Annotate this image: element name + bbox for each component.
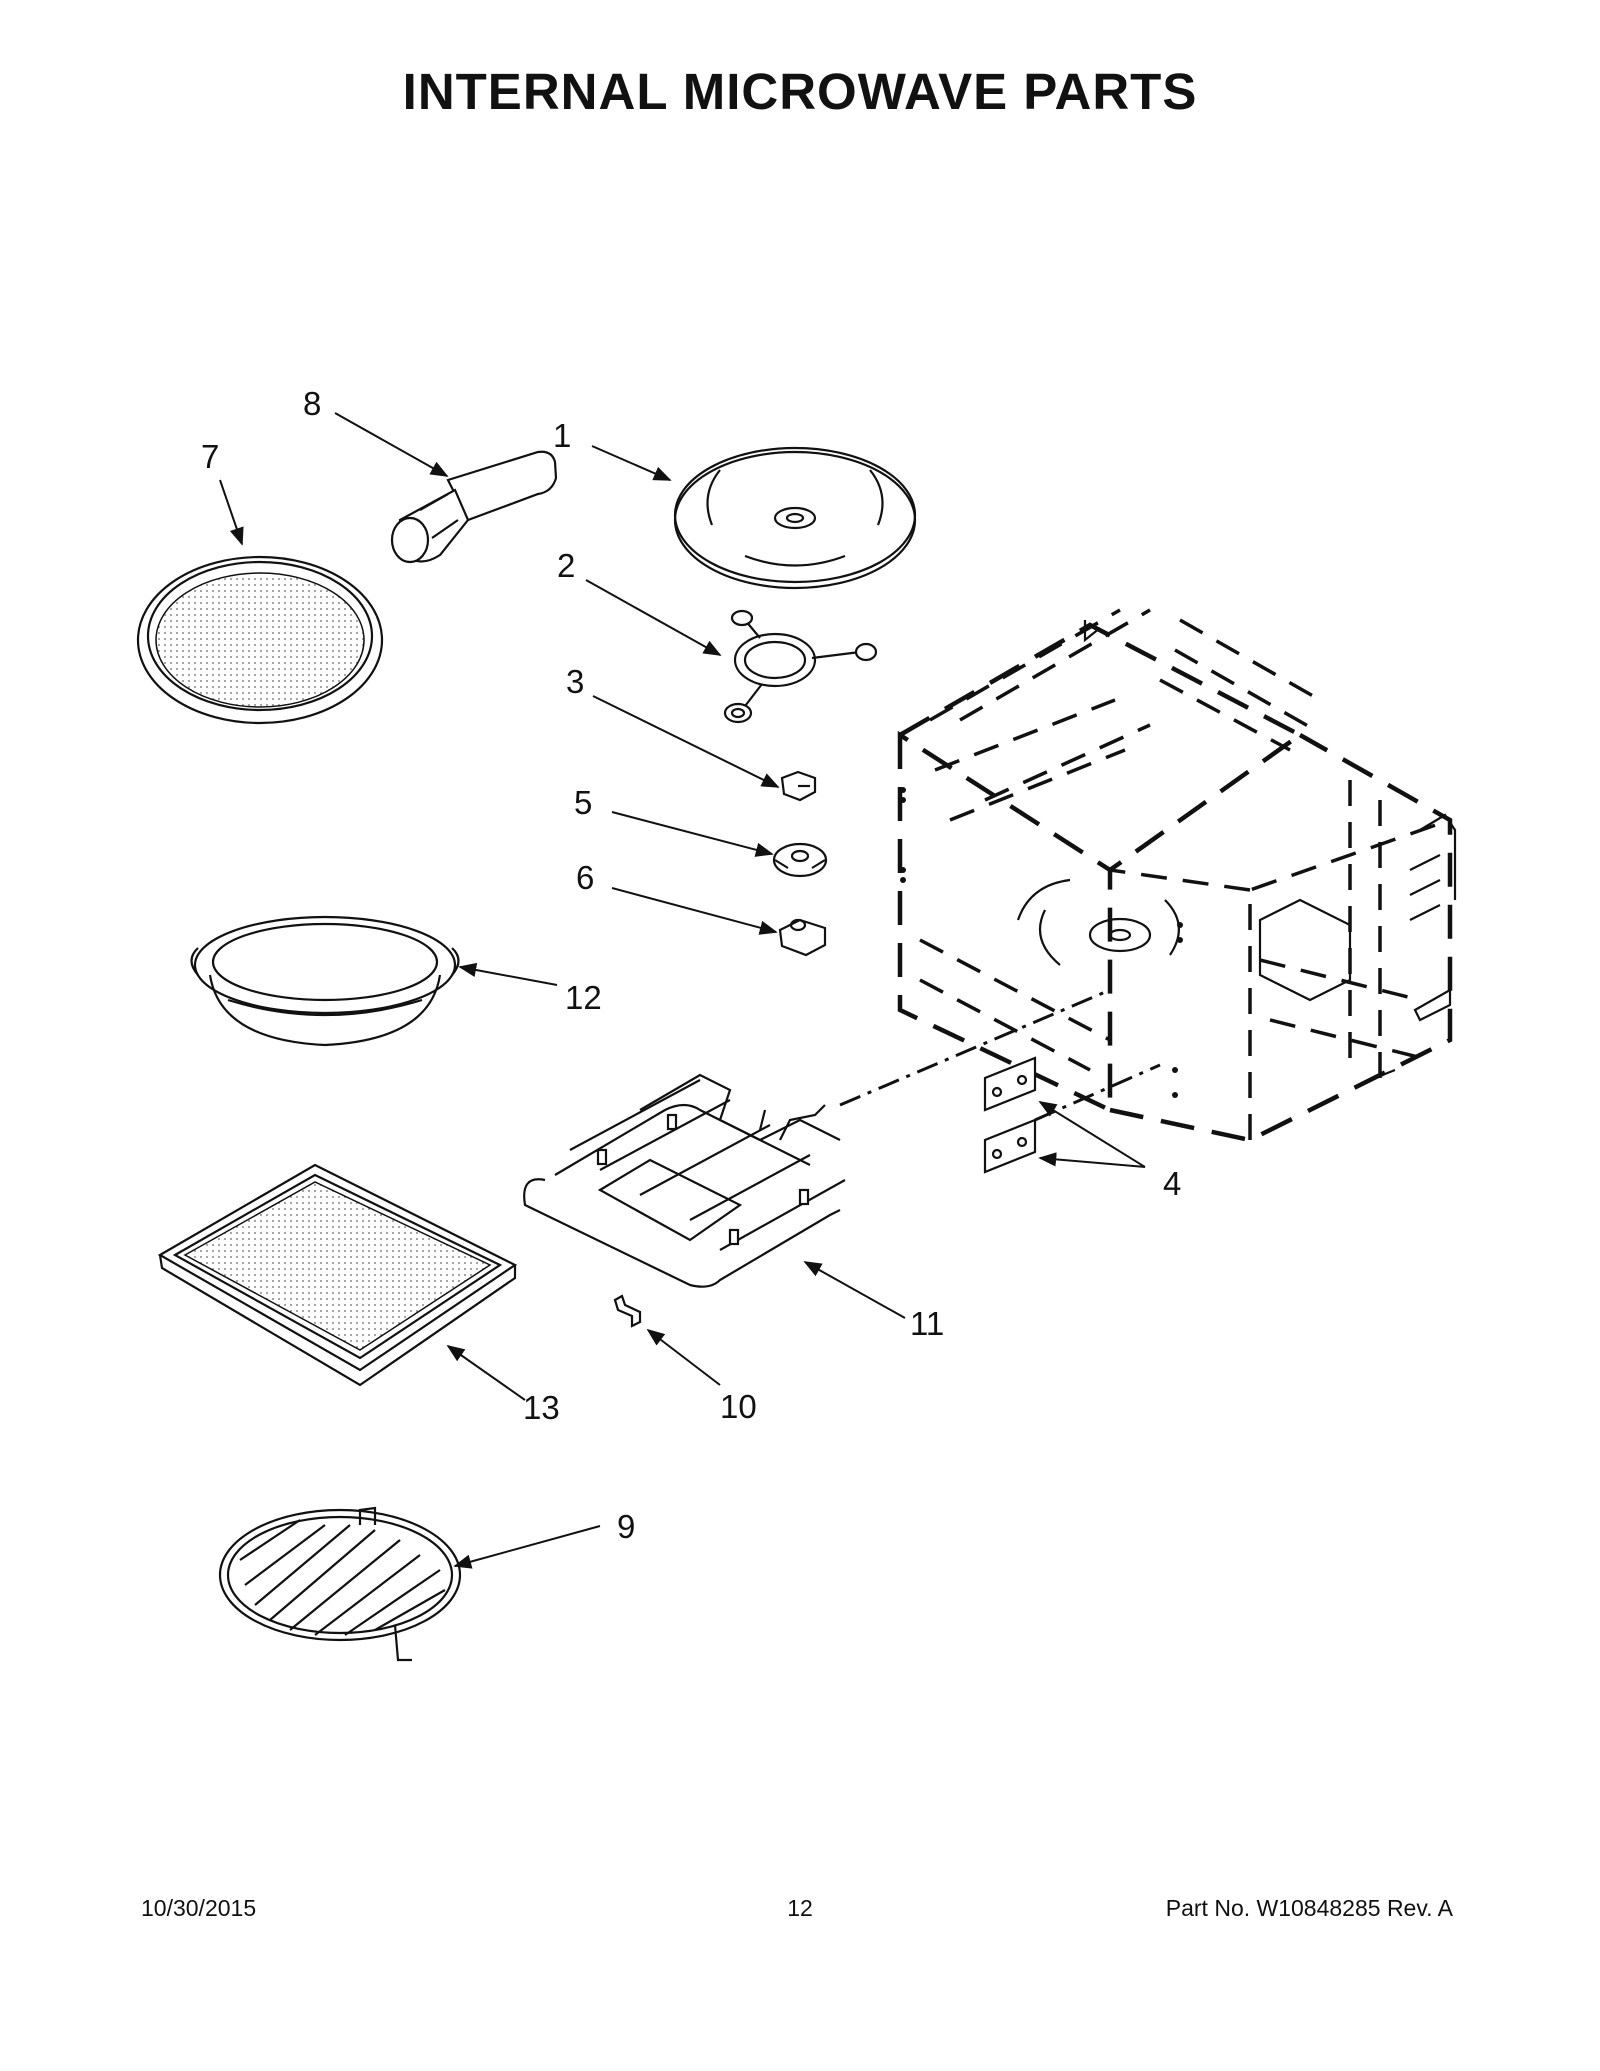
callout-10: 10	[720, 1388, 757, 1425]
leader-5	[611, 811, 774, 857]
turntable-motor	[778, 918, 827, 957]
leader-3	[592, 695, 780, 788]
callout-9: 9	[617, 1508, 635, 1545]
callout-5: 5	[574, 784, 592, 821]
callout-8: 8	[303, 385, 321, 422]
callout-6: 6	[576, 859, 594, 896]
footer-page-number: 12	[787, 1895, 813, 1921]
leader-6	[611, 887, 778, 935]
leader-10	[646, 1328, 721, 1386]
callout-12: 12	[565, 979, 602, 1016]
mounting-brackets	[983, 1056, 1037, 1174]
baking-tray	[157, 1163, 518, 1387]
assembly-line-lower	[1034, 1063, 1161, 1122]
broil-heating-element	[523, 1073, 846, 1288]
callout-1: 1	[553, 417, 571, 454]
leader-4b	[1038, 1152, 1146, 1168]
leader-1	[591, 445, 672, 481]
oval-steamer-dish	[190, 915, 460, 1047]
leader-12	[458, 962, 558, 986]
crisper-pan-handle	[390, 450, 558, 564]
footer-date: 10/30/2015	[141, 1895, 257, 1921]
callout-7: 7	[201, 438, 219, 475]
callout-4: 4	[1163, 1165, 1181, 1202]
element-clip	[613, 1294, 642, 1328]
turntable-coupler	[780, 770, 817, 802]
leader-11	[803, 1261, 906, 1319]
page-title: INTERNAL MICROWAVE PARTS	[402, 63, 1198, 120]
turntable-support	[723, 609, 878, 724]
leader-13	[446, 1344, 526, 1401]
leader-8	[334, 412, 449, 477]
crisper-pan	[136, 555, 384, 725]
microwave-cavity-outline	[897, 608, 1457, 1143]
callout-13: 13	[523, 1389, 560, 1426]
leader-2	[585, 579, 722, 656]
leader-9	[453, 1525, 601, 1569]
callout-11: 11	[910, 1305, 944, 1342]
assembly-line-upper	[839, 988, 1111, 1107]
callout-3: 3	[566, 663, 584, 700]
round-wire-rack	[218, 1506, 462, 1662]
callout-2: 2	[557, 547, 575, 584]
footer-part-number: Part No. W10848285 Rev. A	[1165, 1895, 1453, 1921]
leader-4a	[1038, 1101, 1146, 1168]
leader-7	[219, 479, 244, 546]
turntable-motor-cover	[772, 842, 828, 878]
turntable-glass-tray	[673, 446, 917, 590]
